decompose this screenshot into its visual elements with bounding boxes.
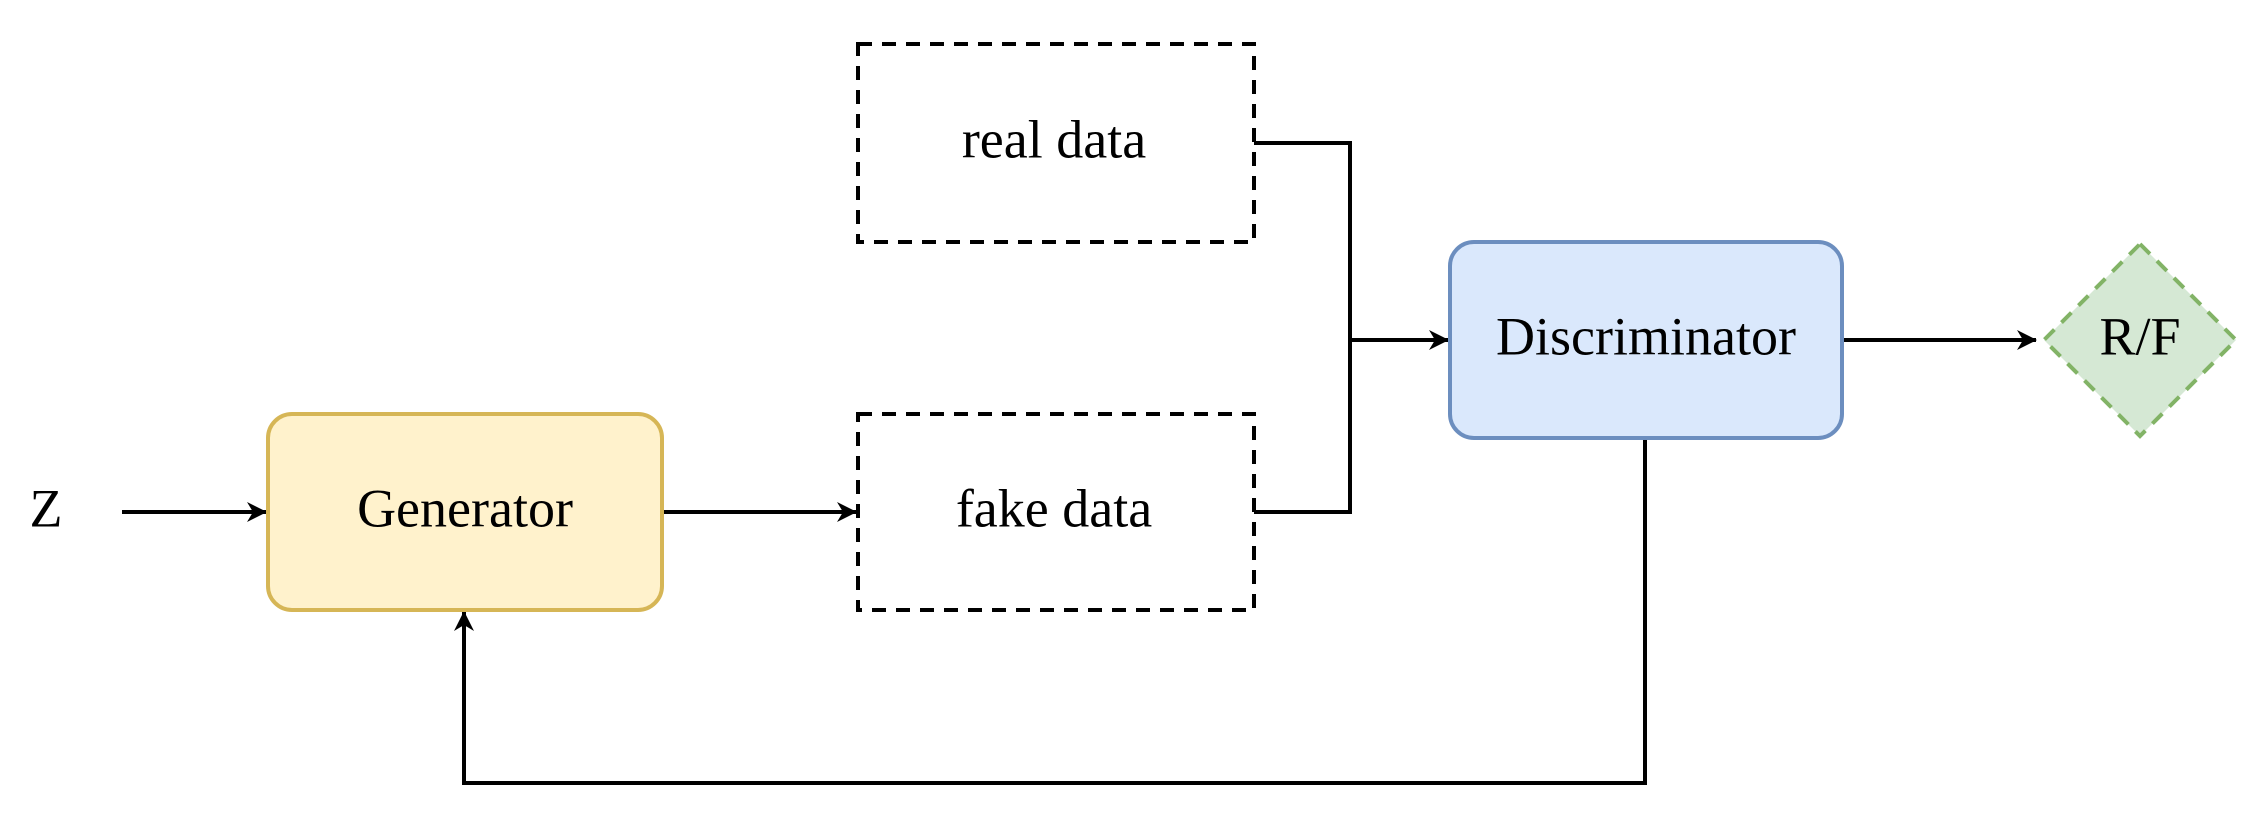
output-label: R/F [2099,306,2180,366]
real-data-box [856,42,1256,244]
fake-data-node: fake data [856,412,1256,612]
fake-data-box [856,412,1256,612]
generator-label: Generator [357,478,573,538]
discriminator-label: Discriminator [1496,306,1796,366]
edge-real-data-to-junction [1254,141,1352,340]
real-data-label: real data [962,109,1146,169]
discriminator-box [1448,240,1844,440]
output-node: R/F [2041,241,2239,439]
edge-fake-data-to-junction [1254,340,1352,514]
generator-box [266,412,664,612]
fake-data-label: fake data [956,478,1152,538]
z-input-label: Z [30,478,63,538]
real-data-node: real data [856,42,1256,244]
output-diamond [2041,241,2239,439]
discriminator-node: Discriminator [1448,240,1844,440]
edge-discriminator-feedback-to-generator [454,440,1647,785]
generator-node: Generator [266,412,664,612]
